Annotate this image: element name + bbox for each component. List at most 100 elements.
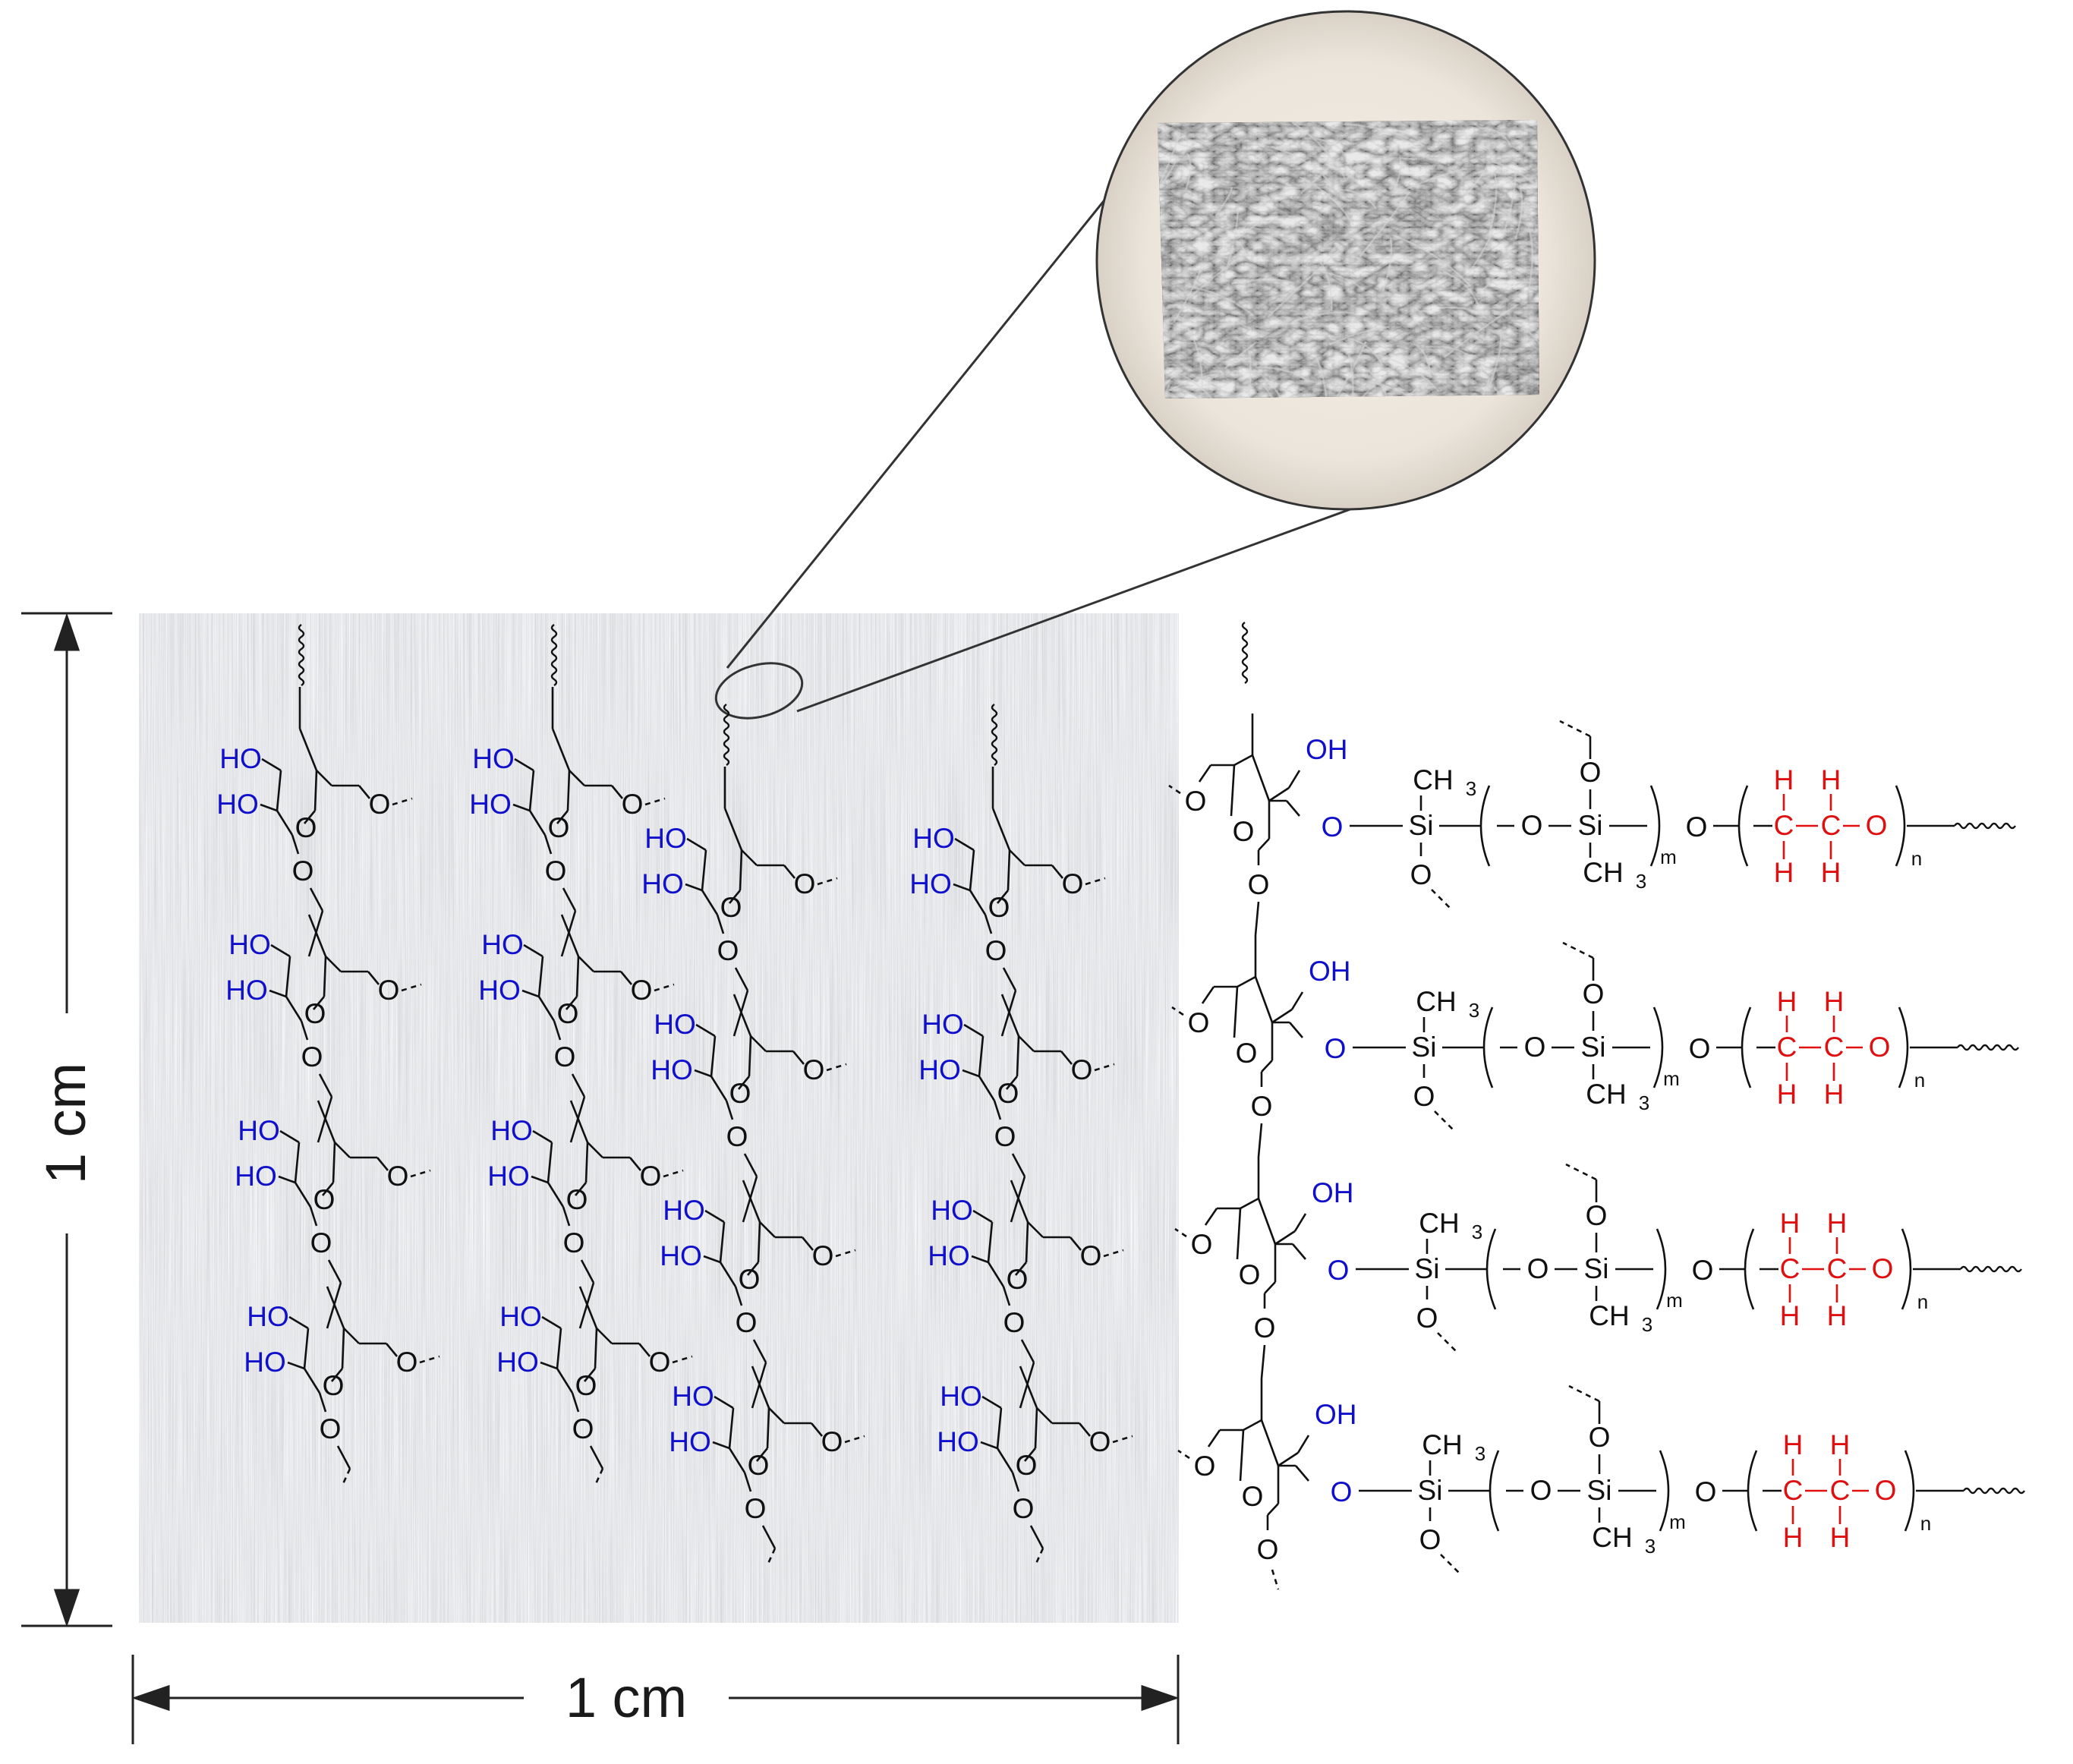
hydrogen-label: H (1830, 1429, 1851, 1460)
horizontal-dimension-label: 1 cm (566, 1666, 687, 1729)
silicon-label: Si (1412, 1032, 1437, 1063)
methyl-label: CH (1419, 1208, 1459, 1239)
methyl-subscript: 3 (1472, 1221, 1482, 1243)
ring-oxygen-label: O (1007, 1264, 1029, 1295)
hydroxyl-label: HO (922, 1009, 964, 1040)
grafted-unit: OHOOOSiCH3OOSiOCH3mOCHHCHHOnO (1178, 1378, 2024, 1589)
oxygen-label: O (821, 1426, 843, 1457)
oxygen-label: O (1524, 1032, 1546, 1063)
linker-oxygen-label: O (1331, 1476, 1353, 1507)
oxygen-label: O (387, 1161, 409, 1192)
carbon-label: C (1830, 1475, 1851, 1506)
oxygen-label: O (622, 789, 644, 820)
hydroxyl-label: HO (641, 868, 684, 899)
hydroxyl-label: HO (660, 1240, 702, 1271)
subscript-n: n (1914, 1069, 1925, 1091)
ring-oxygen-label: O (566, 1184, 588, 1215)
hydroxyl-label: HO (235, 1161, 277, 1192)
grafted-unit: OHOOOSiCH3OOSiOCH3mOCHHCHHOnO (1175, 1157, 2021, 1378)
methyl-subscript: 3 (1636, 870, 1646, 893)
glycosidic-oxygen-label: O (310, 1227, 332, 1258)
oxygen-label: O (1872, 1253, 1894, 1284)
oxygen-label: O (1527, 1253, 1549, 1284)
hydrogen-label: H (1827, 1300, 1848, 1331)
hydroxyl-label: HO (672, 1381, 714, 1412)
glycosidic-oxygen-label: O (994, 1121, 1016, 1152)
oxygen-label: O (1521, 810, 1543, 841)
hydrogen-label: H (1777, 1079, 1797, 1110)
glycosidic-oxygen-label: O (320, 1413, 342, 1444)
oxygen-label: O (640, 1161, 662, 1192)
glycosidic-oxygen-label: O (292, 855, 314, 887)
hydroxyl-label: HO (909, 868, 952, 899)
ring-oxygen-label: O (1233, 816, 1255, 847)
hydroxyl-label: HO (928, 1240, 970, 1271)
oxygen-label: O (396, 1347, 418, 1378)
oxygen-label: O (1875, 1475, 1897, 1506)
oxygen-label: O (1530, 1475, 1552, 1506)
oxygen-label: O (1419, 1524, 1441, 1555)
hydroxyl-label: HO (472, 743, 515, 774)
hydroxyl-label: HO (912, 823, 955, 854)
ring-oxygen-label: O (988, 892, 1010, 923)
oxygen-label: O (794, 868, 816, 899)
oxygen-label: O (649, 1347, 671, 1378)
glycosidic-oxygen-label: O (1251, 1091, 1273, 1122)
oxygen-label: O (1071, 1054, 1093, 1085)
carbon-label: C (1777, 1032, 1797, 1063)
oxygen-label: O (1413, 1081, 1435, 1112)
subscript-m: m (1660, 846, 1677, 868)
glycosidic-oxygen-label: O (301, 1041, 323, 1073)
glycosidic-oxygen-label: O (554, 1041, 576, 1073)
hydroxyl-label: HO (669, 1426, 711, 1457)
hydroxyl-label: HO (469, 789, 512, 820)
methyl-subscript: 3 (1466, 777, 1476, 800)
oxygen-label: O (1416, 1303, 1438, 1334)
methyl-label: CH (1416, 986, 1456, 1017)
hydroxyl-label: OH (1306, 734, 1348, 765)
hydrogen-label: H (1783, 1429, 1804, 1460)
ring-oxygen-label: O (720, 892, 742, 923)
carbon-label: C (1824, 1032, 1845, 1063)
ring-oxygen-label: O (1236, 1038, 1258, 1069)
hydroxyl-label: HO (247, 1301, 289, 1332)
glycosidic-oxygen-label: O (572, 1413, 594, 1444)
oxygen-label: O (1692, 1255, 1714, 1286)
oxygen-label: O (1695, 1476, 1717, 1507)
silicon-label: Si (1581, 1032, 1606, 1063)
hydrogen-label: H (1821, 857, 1841, 888)
oxygen-label: O (1689, 1033, 1711, 1064)
ring-oxygen-label: O (548, 812, 570, 843)
glycosidic-oxygen-label: O (563, 1227, 585, 1258)
methyl-subscript: 3 (1639, 1091, 1649, 1114)
ring-oxygen-label: O (557, 998, 579, 1029)
subscript-n: n (1920, 1512, 1931, 1535)
oxygen-label: O (1185, 786, 1207, 817)
ring-oxygen-label: O (575, 1370, 597, 1401)
methyl-label: CH (1422, 1429, 1462, 1460)
methyl-subscript: 3 (1469, 999, 1479, 1022)
ring-oxygen-label: O (1242, 1481, 1264, 1512)
oxygen-label: O (1589, 1422, 1611, 1453)
methyl-label: CH (1589, 1300, 1629, 1331)
subscript-m: m (1669, 1510, 1686, 1533)
oxygen-label: O (1869, 1032, 1891, 1063)
hydroxyl-label: HO (228, 929, 271, 960)
ring-oxygen-label: O (748, 1450, 770, 1481)
methyl-subscript: 3 (1645, 1535, 1656, 1558)
subscript-n: n (1911, 847, 1922, 870)
glycosidic-oxygen-label: O (985, 935, 1007, 966)
carbon-label: C (1783, 1475, 1804, 1506)
glycosidic-oxygen-label: O (736, 1307, 758, 1338)
hydroxyl-label: OH (1309, 956, 1351, 987)
methyl-subscript: 3 (1642, 1313, 1652, 1336)
hydroxyl-label: HO (490, 1115, 533, 1146)
ring-oxygen-label: O (1016, 1450, 1038, 1481)
hydroxyl-label: HO (931, 1195, 973, 1226)
methyl-subscript: 3 (1475, 1442, 1485, 1465)
subscript-m: m (1666, 1289, 1683, 1312)
glycosidic-oxygen-label: O (717, 935, 739, 966)
carbon-label: C (1780, 1253, 1800, 1284)
grafted-unit: OHOOOSiCH3OOSiOCH3mOCHHCHHOnO (1172, 935, 2018, 1157)
